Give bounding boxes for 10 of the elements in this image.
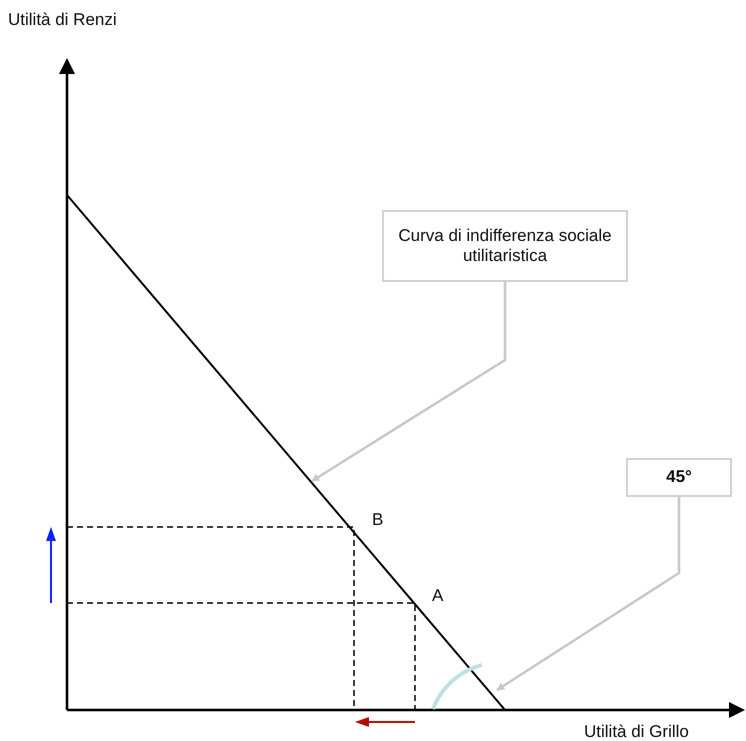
- callout-box: [382, 210, 628, 282]
- leader-line: [496, 497, 680, 692]
- callout-text: Curva di indifferenza sociale utilitaristica: [397, 226, 613, 266]
- point-label: B: [372, 510, 384, 530]
- leader-line: [311, 282, 506, 482]
- axis-title: Utilità di Grillo: [584, 722, 689, 741]
- axis-title: Utilità di Renzi: [8, 10, 117, 30]
- point-label: A: [432, 586, 444, 606]
- callout-text: 45°: [666, 467, 692, 488]
- callout-box: [626, 458, 732, 497]
